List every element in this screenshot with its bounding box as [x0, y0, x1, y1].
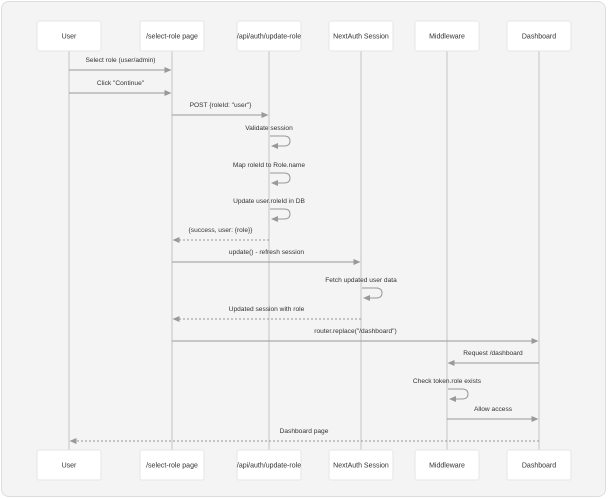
message-update-user-roleid-in-db: Update user.roleId in DB	[233, 198, 306, 222]
message-label: {success, user: {role}}	[189, 227, 254, 234]
message-validate-session: Validate session	[245, 125, 293, 149]
actor-label: /api/auth/update-role	[237, 462, 301, 469]
actor-page-top: /select-role page	[139, 20, 205, 52]
actor-label: User	[62, 33, 77, 40]
actor-box	[236, 20, 302, 52]
message-dashboard-page: Dashboard page	[69, 428, 539, 444]
actor-box	[414, 20, 480, 52]
actor-label: Dashboard	[522, 33, 556, 40]
actor-label: NextAuth Session	[333, 462, 389, 469]
actor-box	[414, 449, 480, 481]
actor-label: /select-role page	[146, 33, 198, 40]
message-label: Fetch updated user data	[325, 277, 397, 284]
message-label: Click "Continue"	[97, 80, 145, 87]
message-allow-access: Allow access	[447, 406, 539, 422]
actor-page-bottom: /select-role page	[139, 449, 205, 481]
message-check-token-role-exists: Check token.role exists	[413, 378, 482, 402]
self-arrow	[270, 172, 291, 186]
message-label: router.replace("/dashboard")	[314, 328, 396, 335]
message-label: Allow access	[474, 406, 513, 413]
message-label: update() - refresh session	[229, 249, 304, 256]
actor-box	[236, 449, 302, 481]
message-updated-session-with-role: Updated session with role	[172, 306, 361, 322]
actor-box	[506, 20, 572, 52]
actor-middleware-top: Middleware	[414, 20, 480, 52]
actor-label: /select-role page	[146, 462, 198, 469]
message-label: Dashboard page	[280, 428, 329, 435]
message-update-refresh-session: update() - refresh session	[172, 249, 361, 265]
self-arrow	[448, 388, 469, 402]
actor-label: NextAuth Session	[333, 33, 389, 40]
actor-session-top: NextAuth Session	[328, 20, 394, 52]
message-label: Updated session with role	[229, 306, 305, 313]
actor-label: /api/auth/update-role	[237, 33, 301, 40]
message-map-roleid-to-role-name: Map roleId to Role.name	[233, 162, 306, 186]
actor-box	[139, 449, 205, 481]
message-label: Validate session	[245, 125, 293, 132]
actor-api-top: /api/auth/update-role	[236, 20, 302, 52]
actor-api-bottom: /api/auth/update-role	[236, 449, 302, 481]
message-label: Select role (user/admin)	[86, 57, 156, 64]
message-label: Check token.role exists	[413, 378, 482, 385]
self-arrow	[362, 287, 383, 301]
message-label: Map roleId to Role.name	[233, 162, 306, 169]
actor-user-bottom: User	[36, 449, 102, 481]
message-fetch-updated-user-data: Fetch updated user data	[325, 277, 397, 301]
actor-box	[328, 449, 394, 481]
message-success-user-role: {success, user: {role}}	[172, 227, 269, 243]
message-request-dashboard: Request /dashboard	[447, 350, 539, 366]
message-label: POST {roleId: "user"}	[190, 102, 253, 109]
message-click-continue: Click "Continue"	[69, 80, 172, 96]
message-label: Request /dashboard	[463, 350, 523, 357]
actor-user-top: User	[36, 20, 102, 52]
actor-box	[328, 20, 394, 52]
actor-box	[36, 20, 102, 52]
self-arrow	[270, 135, 291, 149]
actor-middleware-bottom: Middleware	[414, 449, 480, 481]
actor-box	[506, 449, 572, 481]
message-post-roleid-user: POST {roleId: "user"}	[172, 102, 269, 118]
message-label: Update user.roleId in DB	[233, 198, 305, 205]
actor-dashboard-top: Dashboard	[506, 20, 572, 52]
actor-label: Dashboard	[522, 462, 556, 469]
actor-box	[36, 449, 102, 481]
actor-dashboard-bottom: Dashboard	[506, 449, 572, 481]
message-router-replace-dashboard: router.replace("/dashboard")	[172, 328, 539, 344]
actor-label: Middleware	[429, 462, 465, 469]
actor-box	[139, 20, 205, 52]
actor-session-bottom: NextAuth Session	[328, 449, 394, 481]
message-select-role-user-admin: Select role (user/admin)	[69, 57, 172, 73]
actor-label: User	[62, 462, 77, 469]
self-arrow	[270, 208, 291, 222]
actor-label: Middleware	[429, 33, 465, 40]
